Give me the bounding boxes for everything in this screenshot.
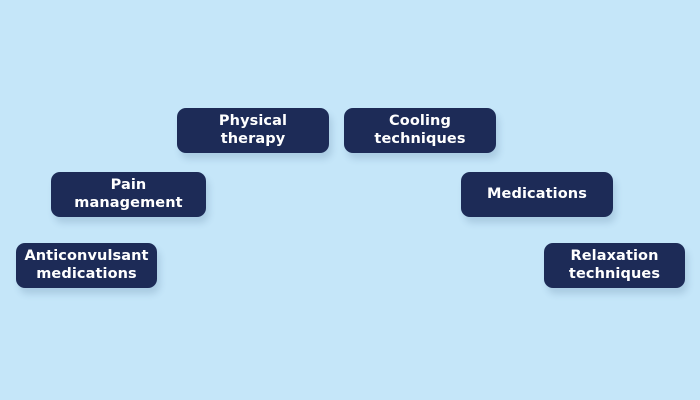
card-label-pain-management: Pain management: [74, 176, 183, 211]
card-anticonvulsant-medications[interactable]: Anticonvulsant medications: [16, 243, 157, 288]
card-label-medications: Medications: [487, 185, 587, 202]
card-physical-therapy[interactable]: Physical therapy: [177, 108, 329, 153]
card-label-anticonvulsant-medications: Anticonvulsant medications: [24, 247, 149, 282]
card-relaxation-techniques[interactable]: Relaxation techniques: [544, 243, 685, 288]
card-medications[interactable]: Medications: [461, 172, 613, 217]
card-cooling-techniques[interactable]: Cooling techniques: [344, 108, 496, 153]
card-label-physical-therapy: Physical therapy: [218, 112, 288, 147]
card-label-cooling-techniques: Cooling techniques: [374, 112, 466, 147]
card-label-relaxation-techniques: Relaxation techniques: [568, 247, 661, 282]
card-pain-management[interactable]: Pain management: [51, 172, 206, 217]
